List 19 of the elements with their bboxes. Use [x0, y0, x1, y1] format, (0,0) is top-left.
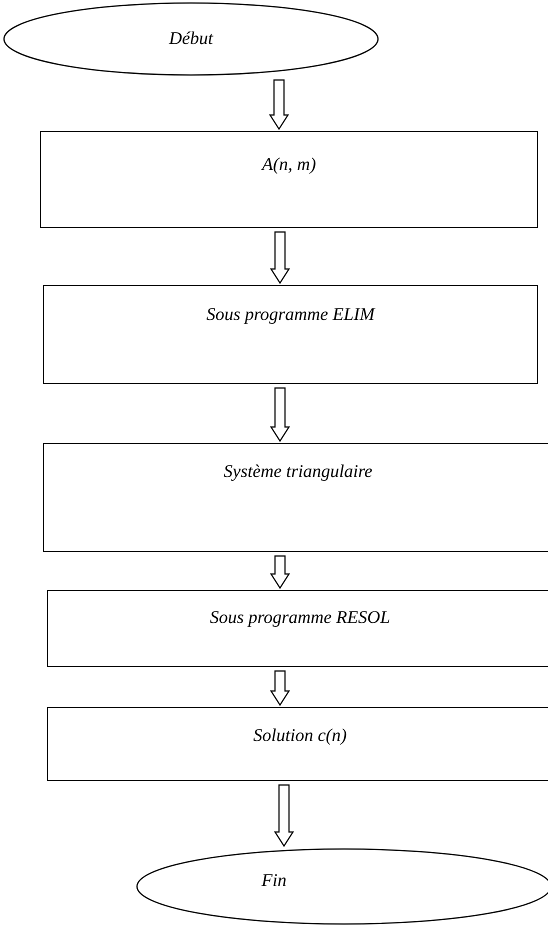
node-label: A(n, m) [260, 154, 317, 175]
arrow [270, 670, 290, 706]
node-label: Sous programme ELIM [205, 304, 376, 325]
arrow [270, 231, 290, 284]
arrow [268, 79, 290, 130]
node-label: Sous programme RESOL [208, 607, 392, 628]
arrow [270, 555, 290, 590]
process-box [47, 590, 548, 667]
terminal-ellipse [3, 2, 379, 76]
process-box [40, 131, 538, 228]
arrow [270, 387, 290, 442]
process-box [47, 707, 548, 781]
node-label: Solution c(n) [252, 725, 348, 746]
node-label: Système triangulaire [222, 461, 374, 482]
arrow [274, 784, 294, 848]
process-box [43, 285, 538, 384]
node-label: Fin [260, 870, 288, 891]
node-label: Début [168, 28, 214, 49]
process-box [43, 443, 548, 552]
